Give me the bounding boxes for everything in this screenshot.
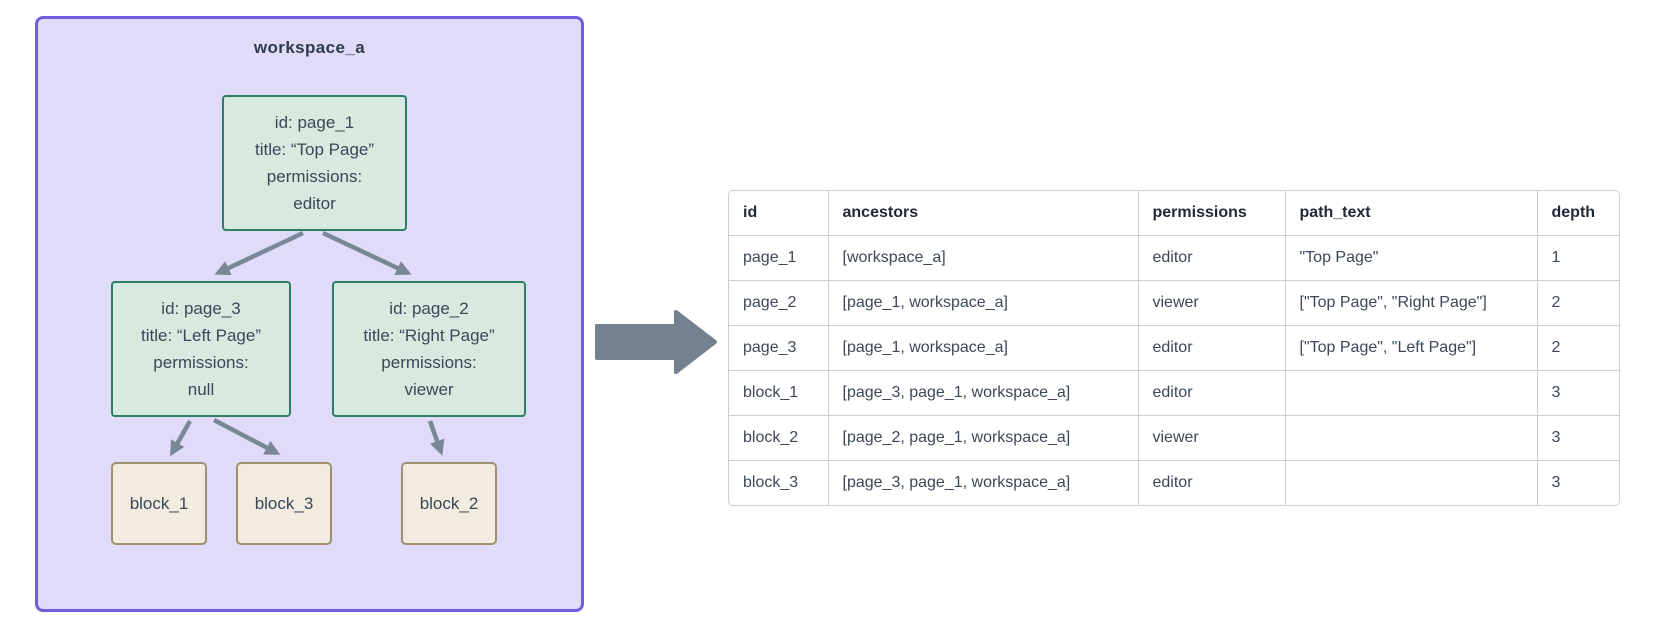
edge-page_3-block_3 (212, 418, 281, 455)
table-row-page-1: page_1 [workspace_a] editor "Top Page" 1 (729, 234, 1619, 281)
table-row-page-3: page_3 [page_1, workspace_a] editor ["To… (729, 324, 1619, 371)
header-ancestors: ancestors (827, 191, 1139, 236)
node-page-1-title: title: “Top Page” (254, 140, 375, 159)
cell-id: block_3 (729, 459, 829, 505)
node-block-1-label: block_1 (129, 493, 189, 513)
header-depth: depth (1536, 191, 1619, 236)
node-page-3-permissions-label: permissions: (153, 353, 249, 372)
workspace-label: workspace_a (253, 38, 366, 57)
cell-id: block_1 (729, 369, 829, 416)
edge-page_3-block_1 (170, 419, 192, 457)
node-page-2-id: id: page_2 (389, 299, 469, 318)
node-page-1-permissions-value: editor (293, 194, 336, 213)
edge-page_1-page_3 (214, 230, 304, 276)
cell-permissions: editor (1137, 369, 1286, 416)
cell-id: page_2 (729, 279, 829, 326)
header-permissions: permissions (1137, 191, 1286, 236)
node-block-2: block_2 (401, 462, 497, 545)
node-block-3-label: block_3 (254, 493, 314, 513)
cell-ancestors: [workspace_a] (827, 234, 1139, 281)
cell-depth: 2 (1536, 324, 1619, 371)
cell-ancestors: [page_1, workspace_a] (827, 324, 1139, 371)
table-row-page-2: page_2 [page_1, workspace_a] viewer ["To… (729, 279, 1619, 326)
cell-permissions: viewer (1137, 414, 1286, 461)
header-path-text: path_text (1284, 191, 1538, 236)
node-page-3-id: id: page_3 (161, 299, 241, 318)
table-row-block-3: block_3 [page_3, page_1, workspace_a] ed… (729, 459, 1619, 505)
cell-depth: 2 (1536, 279, 1619, 326)
cell-permissions: editor (1137, 459, 1286, 505)
cell-depth: 1 (1536, 234, 1619, 281)
cell-id: block_2 (729, 414, 829, 461)
mapping-table: id ancestors permissions path_text depth… (728, 190, 1620, 506)
edge-page_1-page_2 (322, 230, 412, 276)
cell-path-text (1284, 369, 1538, 416)
node-page-3: id: page_3 title: “Left Page” permission… (111, 281, 291, 417)
cell-path-text (1284, 459, 1538, 505)
cell-ancestors: [page_3, page_1, workspace_a] (827, 369, 1139, 416)
node-page-3-title: title: “Left Page” (140, 326, 261, 345)
node-page-1-permissions-label: permissions: (266, 167, 363, 186)
node-block-1: block_1 (111, 462, 207, 545)
node-page-1-id: id: page_1 (274, 113, 355, 132)
cell-depth: 3 (1536, 369, 1619, 416)
cell-ancestors: [page_2, page_1, workspace_a] (827, 414, 1139, 461)
cell-permissions: viewer (1137, 279, 1286, 326)
node-page-2-title: title: “Right Page” (363, 326, 495, 345)
node-page-3-permissions-value: null (187, 380, 215, 399)
cell-ancestors: [page_3, page_1, workspace_a] (827, 459, 1139, 505)
cell-permissions: editor (1137, 234, 1286, 281)
header-id: id (729, 191, 829, 236)
cell-ancestors: [page_1, workspace_a] (827, 279, 1139, 326)
node-page-2-permissions-label: permissions: (381, 353, 477, 372)
table-row-block-1: block_1 [page_3, page_1, workspace_a] ed… (729, 369, 1619, 416)
cell-depth: 3 (1536, 459, 1619, 505)
node-page-1: id: page_1 title: “Top Page” permissions… (222, 95, 407, 231)
edge-page_2-block_2 (427, 420, 445, 456)
cell-id: page_1 (729, 234, 829, 281)
cell-path-text: "Top Page" (1284, 234, 1538, 281)
cell-path-text: ["Top Page", "Left Page"] (1284, 324, 1538, 371)
node-page-2-permissions-value: viewer (404, 380, 454, 399)
right-arrow-icon (595, 310, 717, 374)
cell-path-text: ["Top Page", "Right Page"] (1284, 279, 1538, 326)
node-block-3: block_3 (236, 462, 332, 545)
table-header-row: id ancestors permissions path_text depth (729, 191, 1619, 236)
cell-permissions: editor (1137, 324, 1286, 371)
node-page-2: id: page_2 title: “Right Page” permissio… (332, 281, 526, 417)
cell-depth: 3 (1536, 414, 1619, 461)
cell-id: page_3 (729, 324, 829, 371)
cell-path-text (1284, 414, 1538, 461)
workspace-container: workspace_a id: page_1 title: “Top Page”… (35, 16, 584, 612)
table-row-block-2: block_2 [page_2, page_1, workspace_a] vi… (729, 414, 1619, 461)
node-block-2-label: block_2 (419, 493, 479, 513)
